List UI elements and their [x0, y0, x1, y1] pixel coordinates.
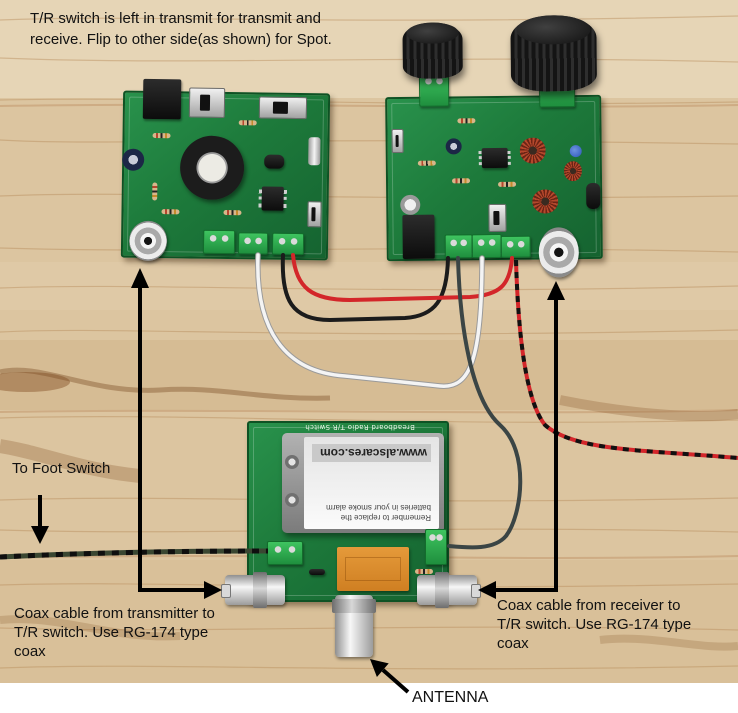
rx-coax-label: Coax cable from receiver to T/R switch. …	[497, 596, 691, 653]
wiring	[0, 252, 738, 560]
white-tr-wire	[256, 253, 484, 388]
jack-nut	[435, 572, 449, 608]
tx-coax-line: coax	[14, 643, 46, 660]
arrowhead-down-icon	[31, 526, 49, 544]
red-power-wire	[291, 253, 514, 303]
foot-switch-terminal	[267, 541, 303, 565]
tx-coax-label: Coax cable from transmitter to T/R switc…	[14, 604, 215, 661]
tx-coax-arrow	[131, 268, 222, 599]
gray-control-wire	[447, 256, 523, 550]
control-terminal	[425, 529, 447, 565]
antenna-arrow-line	[381, 668, 410, 694]
foot-switch-arrow	[31, 495, 49, 544]
wood-table-photo: Breadboard Radio T/R Switch Remember to …	[0, 0, 738, 683]
arrowhead-up-icon	[131, 268, 149, 288]
battery-snap-terminal	[285, 493, 299, 507]
jack-nut	[253, 572, 267, 608]
rx-coax-line: Coax cable from receiver to	[497, 597, 681, 614]
jack-tip	[221, 584, 231, 598]
rx-coax-line: T/R switch. Use RG-174 type	[497, 616, 692, 633]
tx-coax-arrow-line	[138, 286, 206, 592]
black-power-wire	[280, 253, 450, 323]
relay	[337, 547, 409, 591]
arrowhead-diagonal-icon	[370, 659, 389, 677]
antenna-arrow	[370, 659, 410, 694]
rx-coax-line: coax	[497, 635, 529, 652]
instruction-line: T/R switch is left in transmit for trans…	[30, 10, 321, 27]
rx-coax-arrow	[478, 281, 565, 599]
foot-switch-label: To Foot Switch	[12, 460, 111, 477]
rca-antenna-jack	[332, 595, 376, 657]
foot-switch-pair-black	[0, 548, 269, 560]
antenna-label: ANTENNA	[412, 689, 489, 706]
tx-coax-line: Coax cable from transmitter to	[14, 605, 215, 622]
resistor	[415, 569, 433, 574]
tr-switch-board: Breadboard Radio T/R Switch Remember to …	[221, 421, 481, 657]
rx-coax-arrow-line	[494, 298, 558, 592]
twisted-pair-black	[514, 259, 738, 460]
tx-coax-line: T/R switch. Use RG-174 type	[14, 624, 209, 641]
rca-tx-jack	[221, 572, 285, 608]
arrowhead-left-icon	[478, 581, 496, 599]
arrowhead-up-icon	[547, 281, 565, 300]
diode	[309, 569, 325, 575]
tr-switch-instruction: T/R switch is left in transmit for trans…	[30, 8, 332, 50]
instruction-line: receive. Flip to other side(as shown) fo…	[30, 31, 332, 48]
arrowhead-right-icon	[204, 581, 222, 599]
9v-battery: Remember to replace the batteries in you…	[282, 433, 444, 533]
battery-snap-terminal	[285, 455, 299, 469]
jack-nut	[332, 599, 376, 613]
rca-rx-jack	[417, 572, 481, 608]
